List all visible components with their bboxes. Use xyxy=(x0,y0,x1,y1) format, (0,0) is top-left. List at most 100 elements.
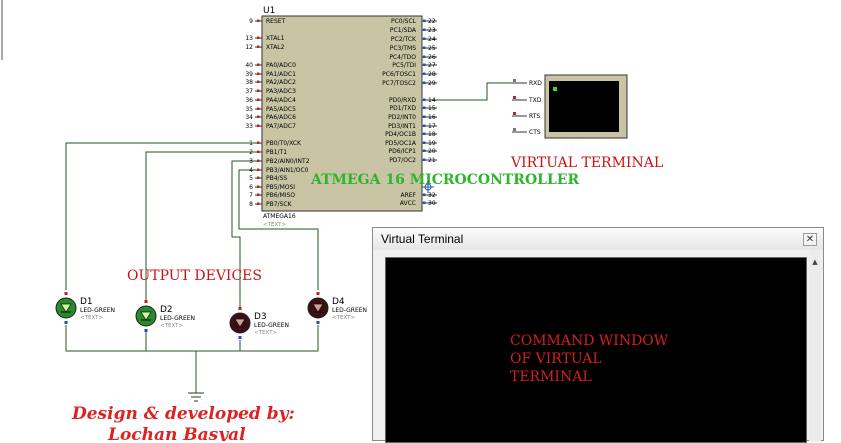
pin-label: PD3/INT1 xyxy=(388,123,416,130)
pin-label: PA2/ADC2 xyxy=(266,79,296,86)
pin-label: PD4/OC1B xyxy=(385,131,416,138)
led-text-placeholder: <TEXT> xyxy=(332,315,355,321)
vt-window-title: Virtual Terminal xyxy=(381,232,464,246)
pin-label: PB2/AIN0/INT2 xyxy=(266,158,310,165)
pin-number: 22 xyxy=(428,18,436,25)
vt-pin-label: TXD xyxy=(528,97,542,104)
pin-label: PD5/OC1A xyxy=(385,140,417,147)
vt-symbol-screen xyxy=(549,81,619,132)
chip-pin-right[interactable]: 17 PD3/INT1 xyxy=(388,123,437,130)
pin-label: PB5/MOSI xyxy=(266,184,295,191)
chip-right-pins: 22PC0/SCL23PC1/SDA24PC2/TCK25PC3/TMS26PC… xyxy=(382,18,437,207)
pin-number: 23 xyxy=(428,27,436,34)
pin-number: 29 xyxy=(428,80,436,87)
pin-label: PA7/ADC7 xyxy=(266,123,296,130)
chip-pin-left[interactable]: 5 PB4/SS xyxy=(249,175,287,182)
pin-label: AVCC xyxy=(400,200,416,207)
pin-number: 28 xyxy=(428,71,436,78)
pin-number: 19 xyxy=(428,140,436,147)
pin-label: PA6/ADC6 xyxy=(266,114,296,121)
pin-number: 26 xyxy=(428,54,436,61)
chip-pin-right[interactable]: 19 PD5/OC1A xyxy=(385,140,437,147)
vt-pin[interactable]: TXD xyxy=(512,96,542,104)
vt-pin[interactable]: RTS xyxy=(512,112,540,120)
vt-pin-label: RXD xyxy=(529,80,542,87)
vt-pin[interactable]: RXD xyxy=(512,79,542,87)
credit-line-1: Design & developed by: xyxy=(71,404,295,424)
scroll-up-arrow-icon[interactable]: ▲ xyxy=(812,258,818,266)
pin-label: RESET xyxy=(266,18,286,25)
chip-pin-right[interactable]: 18 PD4/OC1B xyxy=(385,131,437,138)
pin-label: PC1/SDA xyxy=(390,27,417,34)
pin-number: 35 xyxy=(245,106,253,113)
virtual-terminal-symbol[interactable]: RXD TXD RTS CTS xyxy=(512,74,628,139)
pin-number: 5 xyxy=(249,175,253,182)
chip-pin-right[interactable]: 20 PD6/ICP1 xyxy=(389,148,437,155)
pin-label: XTAL1 xyxy=(266,35,285,42)
pin-label: PB4/SS xyxy=(266,175,287,182)
wire-pb3-d4 xyxy=(238,169,319,290)
crosshair-cursor-icon xyxy=(422,181,434,193)
vt-terminal-screen[interactable]: COMMAND WINDOW OF VIRTUAL TERMINAL xyxy=(385,257,807,443)
wire-ground-bus xyxy=(65,325,319,352)
pin-label: PD2/INT0 xyxy=(388,114,416,121)
virtual-terminal-window[interactable]: Virtual Terminal ✕ COMMAND WINDOW OF VIR… xyxy=(372,227,824,443)
vt-pin[interactable]: CTS xyxy=(512,128,541,136)
chip-pin-right[interactable]: 23 PC1/SDA xyxy=(390,27,437,34)
vt-symbol-cursor xyxy=(553,87,557,91)
chip-pin-left[interactable]: 6 PB5/MOSI xyxy=(249,184,295,191)
vt-window-titlebar[interactable]: Virtual Terminal ✕ xyxy=(373,228,823,250)
led-text-placeholder: <TEXT> xyxy=(80,315,103,321)
pin-number: 7 xyxy=(249,192,253,199)
led-ref-label: D1 xyxy=(80,297,93,307)
pin-number: 33 xyxy=(245,123,253,130)
pin-number: 34 xyxy=(245,114,253,121)
pin-number: 14 xyxy=(428,97,436,104)
pin-number: 20 xyxy=(428,148,436,155)
pin-number: 18 xyxy=(428,131,436,138)
pin-number: 6 xyxy=(249,184,253,191)
pin-label: PD6/ICP1 xyxy=(389,148,417,155)
pin-number: 24 xyxy=(428,36,436,43)
pin-label: PC5/TDI xyxy=(392,62,416,69)
vt-scrollbar[interactable]: ▲ xyxy=(809,250,821,442)
chip-pin-left[interactable]: 33 PA7/ADC7 xyxy=(245,123,296,130)
close-button[interactable]: ✕ xyxy=(803,233,817,246)
pin-number: 17 xyxy=(428,123,436,130)
chip-pin-left[interactable]: 34 PA6/ADC6 xyxy=(245,114,296,121)
